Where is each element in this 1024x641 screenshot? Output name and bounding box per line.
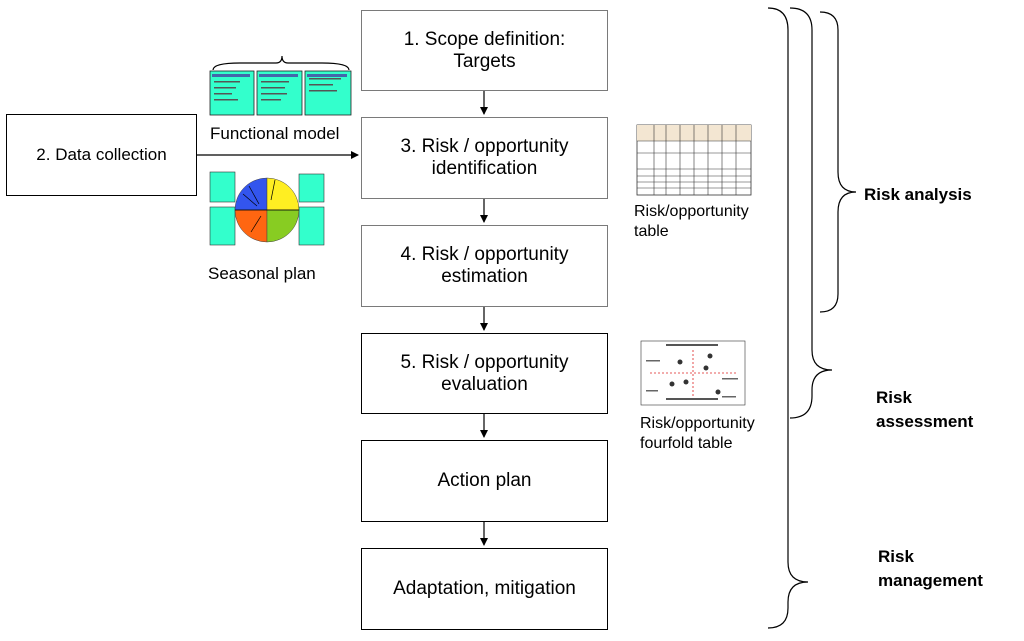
action-plan-box: Action plan xyxy=(361,440,608,522)
risk-opportunity-table-label: Risk/opportunity table xyxy=(634,203,749,240)
risk-analysis-label: Risk analysis xyxy=(864,185,972,204)
functional-model-panel-1 xyxy=(209,70,255,116)
functional-model-brace xyxy=(212,55,350,71)
adaptation-mitigation-box: Adaptation, mitigation xyxy=(361,548,608,630)
scope-definition-label: 1. Scope definition: Targets xyxy=(403,28,566,72)
data-collection-label: 2. Data collection xyxy=(36,145,167,164)
risk-evaluation-label: 5. Risk / opportunity evaluation xyxy=(400,351,569,395)
scope-definition-box: 1. Scope definition: Targets xyxy=(361,10,608,91)
seasonal-plan-label: Seasonal plan xyxy=(208,264,316,283)
risk-identification-label: 3. Risk / opportunity identification xyxy=(400,136,569,179)
functional-model-label: Functional model xyxy=(210,124,340,143)
risk-identification-box: 3. Risk / opportunity identification xyxy=(361,117,608,199)
adaptation-mitigation-label: Adaptation, mitigation xyxy=(393,578,576,599)
functional-model-thumbnail xyxy=(209,70,352,116)
seasonal-plan-pie xyxy=(234,177,300,243)
risk-management-bracket xyxy=(767,7,809,629)
fourfold-table-thumbnail xyxy=(640,340,746,406)
functional-model-panel-3 xyxy=(304,70,352,116)
flow-arrows xyxy=(197,91,488,546)
brackets xyxy=(212,7,857,629)
risk-estimation-box: 4. Risk / opportunity estimation xyxy=(361,225,608,307)
risk-assessment-label: Risk assessment xyxy=(876,388,974,431)
risk-evaluation-box: 5. Risk / opportunity evaluation xyxy=(361,333,608,414)
action-plan-label: Action plan xyxy=(437,470,532,491)
risk-analysis-bracket xyxy=(819,11,857,313)
seasonal-plan-thumbnail xyxy=(209,171,325,246)
risk-management-label: Risk management xyxy=(878,547,983,590)
risk-estimation-label: 4. Risk / opportunity estimation xyxy=(400,244,569,287)
risk-assessment-bracket xyxy=(789,7,833,419)
data-collection-box: 2. Data collection xyxy=(6,114,197,196)
fourfold-table-label: Risk/opportunity fourfold table xyxy=(640,415,755,452)
functional-model-panel-2 xyxy=(256,70,303,116)
risk-opportunity-table-thumbnail xyxy=(636,124,752,196)
